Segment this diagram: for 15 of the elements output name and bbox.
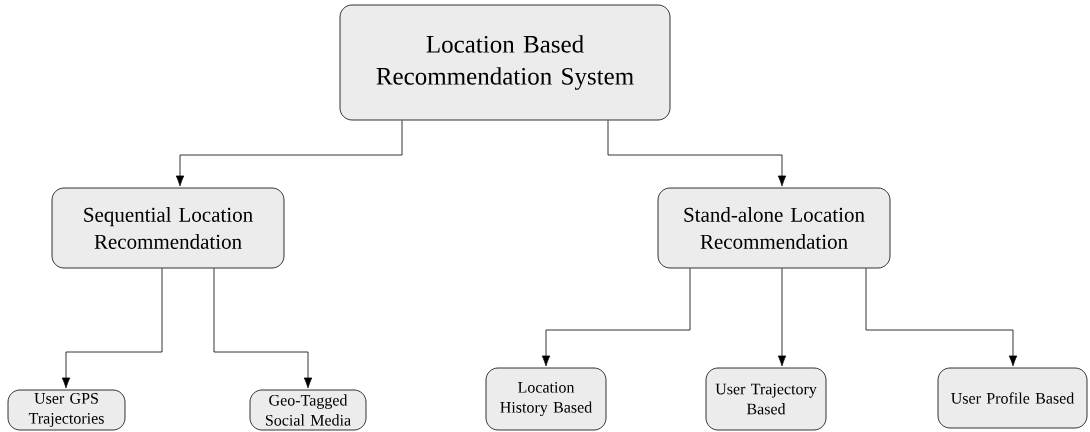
category-box: Geo-Tagged Social Media <box>249 389 367 431</box>
arrow <box>865 268 1018 367</box>
category-box: Sequential Location Recommendation <box>51 187 285 269</box>
arrow <box>607 120 787 187</box>
category-box: User Trajectory Based <box>705 367 827 431</box>
arrow <box>541 268 691 367</box>
category-box: User Profile Based <box>937 367 1088 429</box>
category-box: Stand-alone Location Recommendation <box>657 187 891 269</box>
arrow <box>777 268 787 367</box>
category-box: Location History Based <box>485 367 607 431</box>
arrow <box>213 268 313 389</box>
arrow <box>175 120 403 187</box>
category-box: Location Based Recommendation System <box>339 4 671 121</box>
arrow <box>61 268 163 389</box>
category-box: User GPS Trajectories <box>7 389 126 431</box>
